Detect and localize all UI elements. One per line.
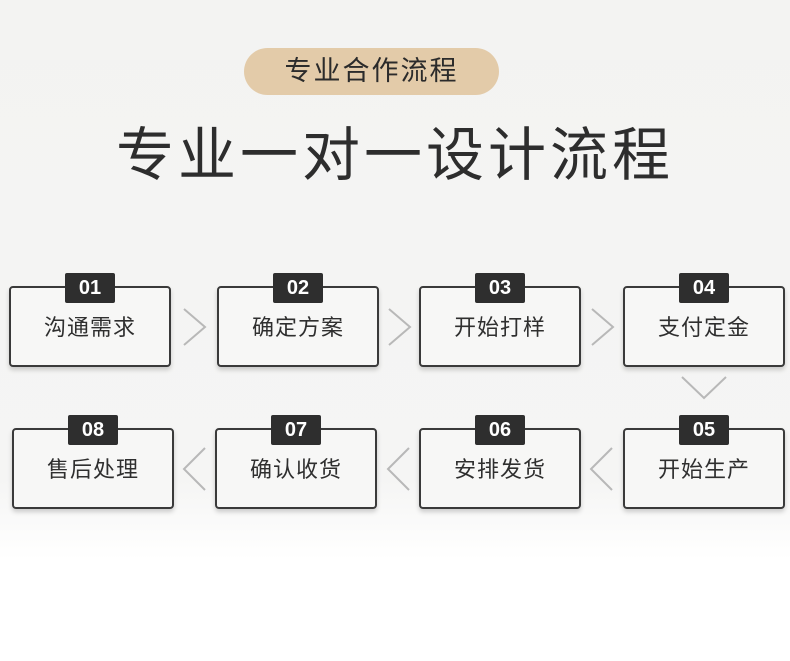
step-number: 06 bbox=[475, 415, 525, 445]
step-label: 确认收货 bbox=[249, 458, 342, 483]
step-label: 支付定金 bbox=[657, 316, 750, 341]
step-label: 安排发货 bbox=[453, 458, 546, 483]
step-08: 08 售后处理 bbox=[12, 415, 174, 509]
chevron-left-icon bbox=[589, 447, 613, 491]
step-number: 05 bbox=[679, 415, 729, 445]
step-03: 03 开始打样 bbox=[419, 273, 581, 367]
step-04: 04 支付定金 bbox=[623, 273, 785, 367]
chevron-down-icon bbox=[681, 376, 727, 400]
step-label: 售后处理 bbox=[46, 458, 139, 483]
step-number: 03 bbox=[475, 273, 525, 303]
step-02: 02 确定方案 bbox=[217, 273, 379, 367]
step-number: 02 bbox=[273, 273, 323, 303]
step-label: 开始打样 bbox=[453, 316, 546, 341]
page-title: 专业一对一设计流程 bbox=[115, 121, 674, 189]
step-number: 01 bbox=[65, 273, 115, 303]
chevron-left-icon bbox=[386, 447, 410, 491]
step-07: 07 确认收货 bbox=[215, 415, 377, 509]
chevron-left-icon bbox=[182, 447, 206, 491]
step-label: 确定方案 bbox=[251, 316, 344, 341]
step-label: 沟通需求 bbox=[43, 316, 136, 341]
process-badge: 专业合作流程 bbox=[244, 48, 499, 95]
step-05: 05 开始生产 bbox=[623, 415, 785, 509]
chevron-right-icon bbox=[388, 308, 412, 346]
chevron-right-icon bbox=[591, 308, 615, 346]
step-number: 08 bbox=[68, 415, 118, 445]
step-number: 04 bbox=[679, 273, 729, 303]
step-label: 开始生产 bbox=[657, 458, 750, 483]
step-01: 01 沟通需求 bbox=[9, 273, 171, 367]
chevron-right-icon bbox=[183, 308, 207, 346]
step-06: 06 安排发货 bbox=[419, 415, 581, 509]
step-number: 07 bbox=[271, 415, 321, 445]
